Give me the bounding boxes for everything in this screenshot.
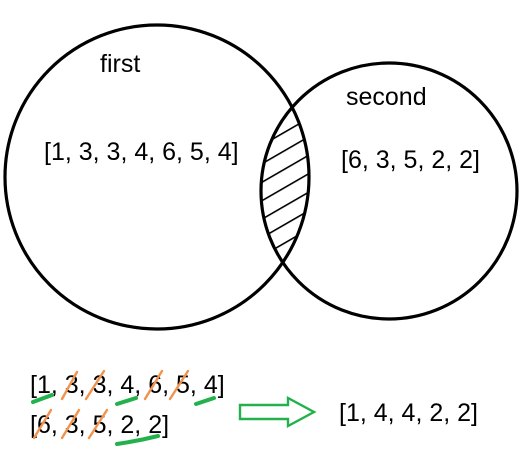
underline-mark bbox=[31, 393, 54, 404]
strike-mark bbox=[60, 370, 79, 401]
bottom-first-list: [1, 3, 3, 4, 6, 5, 4] bbox=[30, 371, 225, 399]
bottom-second-list: [6, 3, 5, 2, 2] bbox=[30, 411, 169, 439]
first-set-label: first bbox=[100, 50, 140, 78]
strike-mark bbox=[143, 369, 164, 401]
separator: , bbox=[79, 371, 93, 399]
underline-mark bbox=[194, 396, 216, 406]
underline-mark bbox=[115, 396, 138, 406]
value-4: 4 bbox=[204, 371, 218, 399]
underline-mark bbox=[115, 434, 160, 446]
strike-mark bbox=[84, 369, 106, 401]
second-set-circle bbox=[259, 61, 519, 321]
separator: , bbox=[134, 371, 148, 399]
strike-mark bbox=[60, 408, 81, 440]
separator: , bbox=[190, 371, 204, 399]
second-set-label: second bbox=[346, 83, 427, 111]
separator: , bbox=[51, 411, 65, 439]
first-set-values: [1, 3, 3, 4, 6, 5, 4] bbox=[44, 138, 239, 166]
value-5: 5 bbox=[176, 371, 190, 399]
value-4: 4 bbox=[120, 371, 134, 399]
value-1: 1 bbox=[37, 371, 51, 399]
strike-mark bbox=[87, 408, 109, 440]
result-arrow bbox=[238, 395, 317, 429]
separator: , bbox=[162, 371, 176, 399]
separator: , bbox=[51, 371, 65, 399]
intersection-result: [1, 4, 4, 2, 2] bbox=[339, 399, 478, 427]
value-3: 3 bbox=[93, 371, 107, 399]
strike-mark bbox=[32, 408, 53, 440]
bracket: ] bbox=[162, 411, 169, 439]
bracket: [ bbox=[30, 371, 37, 399]
first-set-circle bbox=[3, 23, 311, 331]
strike-mark bbox=[168, 369, 190, 401]
separator: , bbox=[106, 411, 120, 439]
strike-marks-row2 bbox=[32, 408, 109, 440]
separator: , bbox=[106, 371, 120, 399]
separator: , bbox=[134, 411, 148, 439]
separator: , bbox=[79, 411, 93, 439]
second-set-values: [6, 3, 5, 2, 2] bbox=[341, 146, 480, 174]
value-2: 2 bbox=[148, 411, 162, 439]
underline-marks bbox=[31, 393, 216, 446]
value-3: 3 bbox=[65, 371, 79, 399]
bracket: ] bbox=[218, 371, 225, 399]
value-2: 2 bbox=[120, 411, 134, 439]
bracket: [ bbox=[30, 411, 37, 439]
strike-marks-row1 bbox=[60, 369, 190, 401]
